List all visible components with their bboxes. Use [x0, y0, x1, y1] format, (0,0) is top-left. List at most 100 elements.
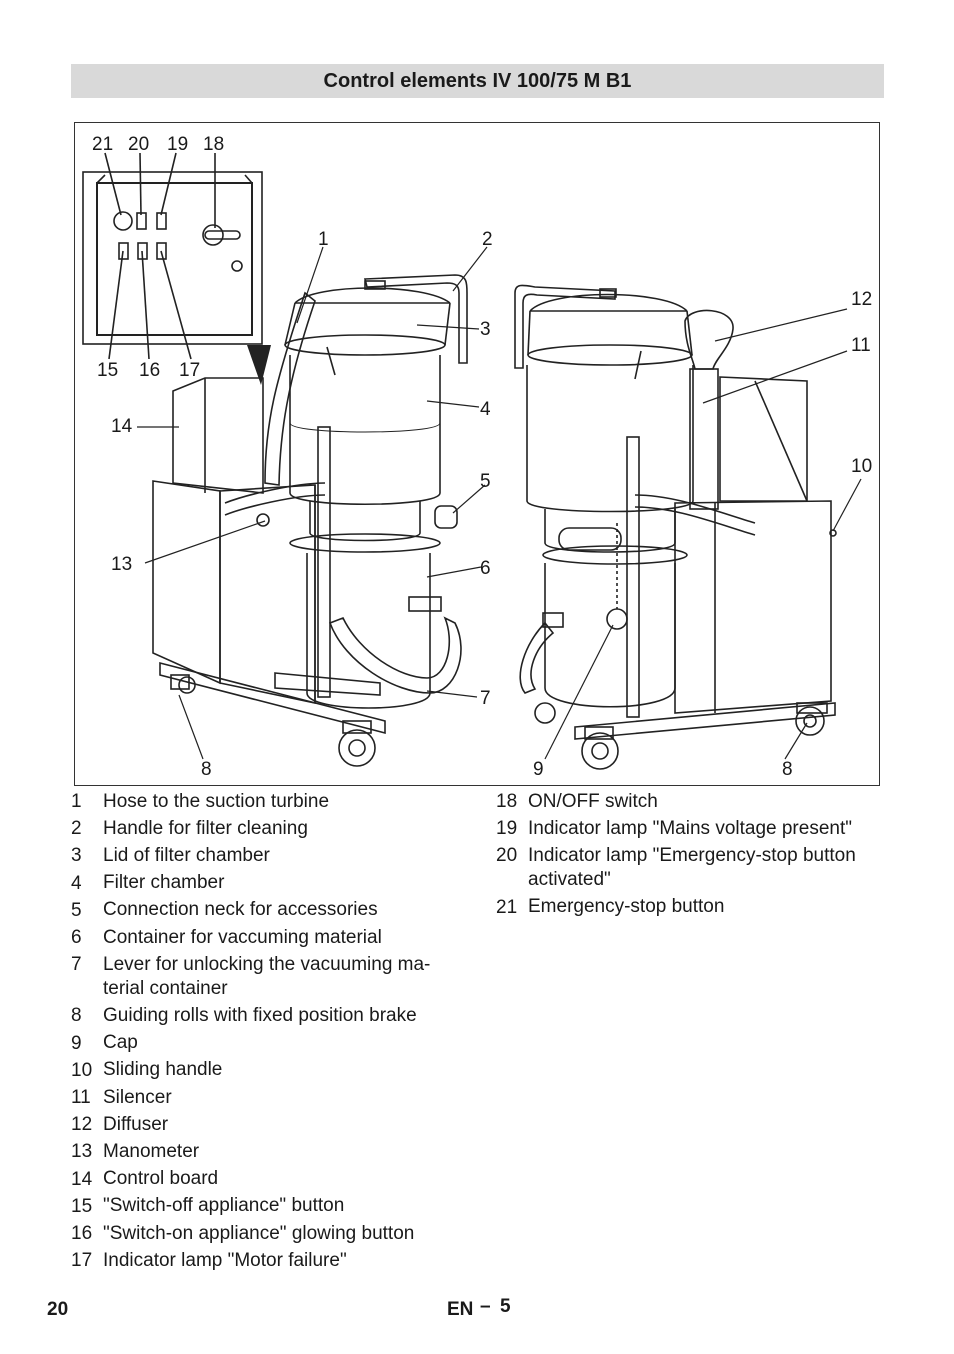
legend-text: Indicator lamp "Mains voltage present"	[528, 817, 852, 839]
legend-item: 14 Control board	[71, 1166, 471, 1193]
callout-4: 4	[480, 399, 491, 420]
legend-text: Indicator lamp "Motor failure"	[103, 1249, 347, 1271]
callout-10: 10	[851, 456, 872, 477]
section-title: Control elements IV 100/75 M B1	[71, 64, 884, 98]
legend-text: Cap	[103, 1032, 138, 1054]
legend-item: 20 Indicator lamp "Emergency-stop button …	[496, 842, 896, 893]
language-separator: –	[480, 1296, 491, 1317]
legend-item: 11 Silencer	[71, 1084, 471, 1111]
legend-num: 8	[71, 1005, 82, 1027]
legend-num: 6	[71, 927, 82, 949]
legend-num: 14	[71, 1168, 93, 1190]
legend-column-1: 1 Hose to the suction turbine 2 Handle for…	[71, 788, 471, 1274]
legend-text: Container for vaccuming material	[103, 926, 382, 948]
legend-text: "Switch-on appliance" glowing button	[103, 1222, 415, 1244]
legend-item: 21 Emergency-stop button	[496, 894, 896, 921]
callout-18: 18	[203, 134, 224, 155]
legend-text: Manometer	[103, 1141, 200, 1163]
legend-column-2: 18 ON/OFF switch 19 Indicator lamp "Mains …	[496, 788, 896, 921]
language-code: EN	[447, 1299, 474, 1320]
callout-16: 16	[139, 360, 160, 381]
legend-item: 9 Cap	[71, 1030, 471, 1057]
callout-2: 2	[482, 229, 493, 250]
callout-8-left: 8	[201, 759, 212, 780]
callout-15: 15	[97, 360, 118, 381]
section-title-text: Control elements IV 100/75 M B1	[323, 69, 632, 92]
callout-7: 7	[480, 688, 491, 709]
legend-item: 8 Guiding rolls with fixed position brake	[71, 1002, 471, 1029]
callout-21: 21	[92, 134, 113, 155]
legend-text: Lid of filter chamber	[103, 845, 270, 866]
legend-num: 21	[496, 896, 518, 918]
legend-text: Guiding rolls with fixed position brake	[103, 1005, 417, 1026]
legend-text: Lever for unlocking the vacuuming ma-ter…	[103, 953, 431, 999]
legend-item: 13 Manometer	[71, 1138, 471, 1165]
callout-20: 20	[128, 134, 149, 155]
legend-num: 18	[496, 791, 518, 812]
vacuum-illustration: 21 20 19 18 15 16 17 1 2 3 4 5 6 7 14 13…	[74, 122, 880, 786]
legend-text: Silencer	[103, 1086, 172, 1108]
legend-item: 5 Connection neck for accessories	[71, 897, 471, 924]
legend-item: 18 ON/OFF switch	[496, 788, 896, 815]
legend-item: 1 Hose to the suction turbine	[71, 788, 471, 815]
callout-6: 6	[480, 558, 491, 579]
legend-text: Connection neck for accessories	[103, 899, 378, 921]
control-panel-inset	[82, 152, 271, 385]
legend-item: 6 Container for vaccuming material	[71, 924, 471, 951]
legend-num: 15	[71, 1195, 93, 1217]
legend-text: Diffuser	[103, 1113, 169, 1135]
legend-item: 19 Indicator lamp "Mains voltage present"	[496, 815, 896, 842]
legend-num: 19	[496, 818, 518, 840]
legend-num: 9	[71, 1032, 82, 1054]
legend-item: 16 "Switch-on appliance" glowing button	[71, 1220, 471, 1247]
callout-13: 13	[111, 554, 132, 575]
legend-item: 12 Diffuser	[71, 1111, 471, 1138]
legend-text: Control board	[103, 1168, 219, 1190]
legend-num: 11	[71, 1087, 91, 1109]
legend-text: ON/OFF switch	[528, 790, 658, 812]
legend-num: 3	[71, 845, 82, 867]
legend-item: 10 Sliding handle	[71, 1057, 471, 1084]
legend-num: 1	[71, 791, 82, 812]
legend-num: 12	[71, 1114, 93, 1136]
legend-text: Indicator lamp "Emergency-stop button ac…	[528, 845, 856, 890]
legend-text: Emergency-stop button	[528, 896, 725, 918]
legend-item: 4 Filter chamber	[71, 870, 471, 897]
callout-5: 5	[480, 471, 491, 492]
callout-11: 11	[851, 335, 871, 356]
legend-text: Sliding handle	[103, 1059, 223, 1081]
callout-3: 3	[480, 319, 491, 340]
legend-num: 5	[71, 899, 82, 921]
callout-1: 1	[318, 229, 329, 250]
legend-item: 7 Lever for unlocking the vacuuming ma-te…	[71, 951, 471, 1002]
legend-item: 15 "Switch-off appliance" button	[71, 1193, 471, 1220]
language-page-number: 5	[500, 1296, 511, 1317]
right-machine	[514, 284, 837, 770]
callout-12: 12	[851, 289, 872, 310]
legend-num: 16	[71, 1223, 93, 1245]
legend-num: 17	[71, 1250, 93, 1272]
legend-num: 10	[71, 1059, 93, 1081]
legend-num: 2	[71, 818, 82, 840]
legend-num: 20	[496, 845, 518, 867]
legend-text: Handle for filter cleaning	[103, 817, 308, 839]
callout-9: 9	[533, 759, 544, 780]
legend-item: 3 Lid of filter chamber	[71, 842, 471, 869]
callout-8-right: 8	[782, 759, 793, 780]
legend-text: "Switch-off appliance" button	[103, 1195, 345, 1217]
legend-num: 7	[71, 954, 82, 976]
callout-19: 19	[167, 134, 188, 155]
left-machine	[152, 274, 468, 767]
legend-num: 4	[71, 872, 82, 894]
legend-text: Hose to the suction turbine	[103, 790, 330, 812]
legend-item: 17 Indicator lamp "Motor failure"	[71, 1247, 471, 1274]
page-number: 20	[47, 1299, 69, 1320]
legend-text: Filter chamber	[103, 872, 225, 894]
vacuum-drawing: 21 20 19 18 15 16 17 1 2 3 4 5 6 7 14 13…	[82, 134, 872, 780]
callout-17: 17	[179, 360, 200, 381]
leader-lines	[137, 246, 862, 760]
callout-numbers: 21 20 19 18 15 16 17 1 2 3 4 5 6 7 14 13…	[92, 134, 872, 780]
legend-num: 13	[71, 1141, 93, 1163]
callout-14: 14	[111, 416, 133, 437]
legend-item: 2 Handle for filter cleaning	[71, 815, 471, 842]
